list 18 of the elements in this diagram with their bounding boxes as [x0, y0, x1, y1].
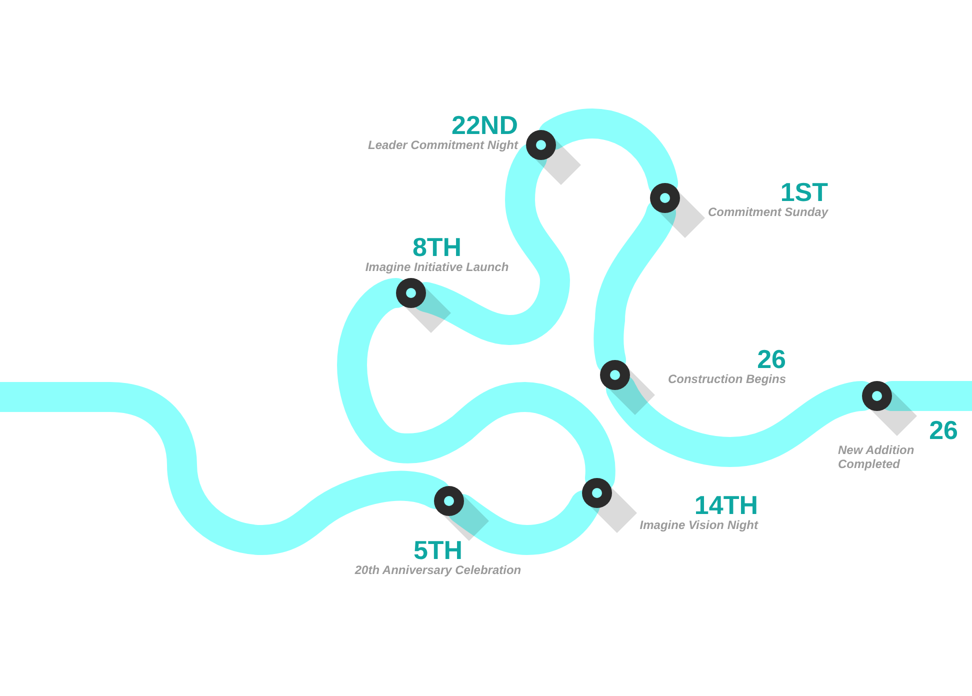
event-caption: Construction Begins [666, 372, 786, 386]
date-label: 5TH [412, 537, 464, 563]
event-caption: Imagine Vision Night [638, 518, 758, 532]
timeline-path [0, 382, 451, 555]
timeline-path [447, 490, 600, 555]
timeline-marker [434, 486, 464, 516]
date-label: 1ST [779, 179, 828, 205]
event-caption: 20th Anniversary Celebration [354, 563, 522, 577]
event-caption: Leader Commitment Night [366, 138, 518, 152]
date-label: 8TH [411, 234, 463, 260]
timeline-marker [526, 130, 556, 160]
date-label: 26 [928, 417, 958, 443]
event-caption: Imagine Initiative Launch [364, 260, 510, 274]
date-label: 26 [756, 346, 786, 372]
event-caption: Commitment Sunday [706, 205, 828, 219]
date-label: 14TH [693, 492, 758, 518]
date-label: 22ND [450, 112, 518, 138]
event-caption: New Addition Completed [838, 443, 916, 471]
